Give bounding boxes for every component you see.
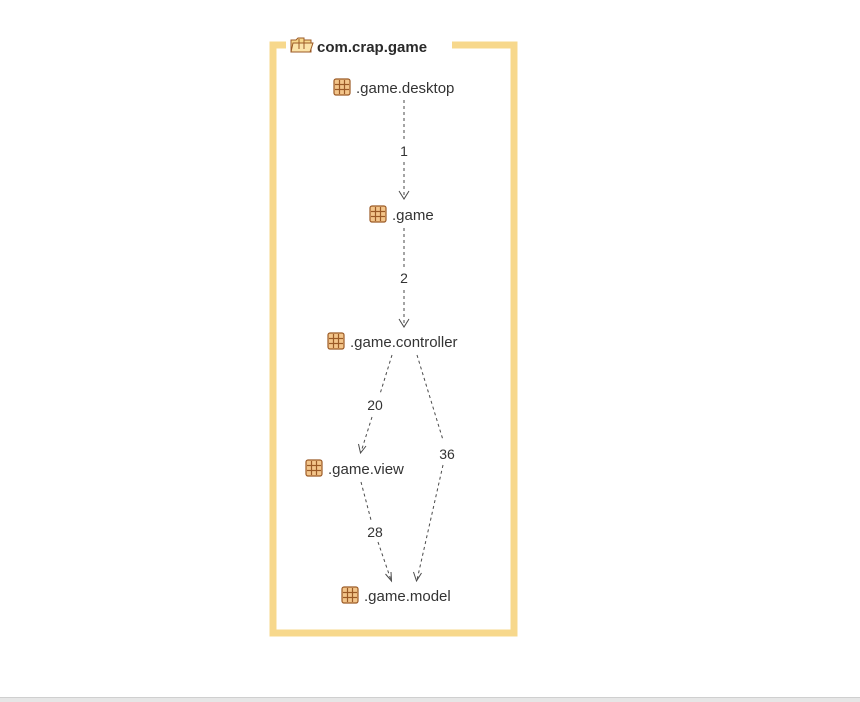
edge-label: 1 — [400, 143, 408, 159]
node-game-model[interactable]: .game.model — [341, 586, 451, 605]
node-game-view[interactable]: .game.view — [305, 459, 404, 478]
node-label: .game.desktop — [356, 80, 454, 97]
edge-view-to-model[interactable]: 28 — [360, 481, 393, 583]
node-label: .game — [392, 207, 434, 224]
edge-label: 20 — [367, 397, 383, 413]
edge-game-to-controller[interactable]: 2 — [398, 228, 410, 328]
node-label: .game.view — [328, 461, 404, 478]
open-folder-package-icon — [290, 37, 314, 53]
package-icon — [341, 586, 359, 604]
package-icon — [369, 205, 387, 223]
package-icon — [333, 78, 351, 96]
edge-label: 28 — [367, 524, 383, 540]
node-game-controller[interactable]: .game.controller — [327, 332, 458, 351]
edge-desktop-to-game[interactable]: 1 — [398, 100, 410, 200]
node-game-desktop[interactable]: .game.desktop — [333, 78, 454, 97]
edges-group: 1 2 20 36 28 — [358, 100, 455, 583]
package-icon — [327, 332, 345, 350]
node-label: .game.model — [364, 588, 451, 605]
edge-controller-to-model[interactable]: 36 — [413, 354, 455, 583]
edge-label: 36 — [439, 446, 455, 462]
edge-controller-to-view[interactable]: 20 — [358, 354, 393, 455]
node-game[interactable]: .game — [369, 205, 434, 224]
package-icon — [305, 459, 323, 477]
package-title[interactable]: com.crap.game — [317, 39, 427, 56]
package-title-background — [286, 34, 452, 56]
bottom-scroll-bar — [0, 697, 860, 702]
edge-label: 2 — [400, 270, 408, 286]
node-label: .game.controller — [350, 334, 458, 351]
